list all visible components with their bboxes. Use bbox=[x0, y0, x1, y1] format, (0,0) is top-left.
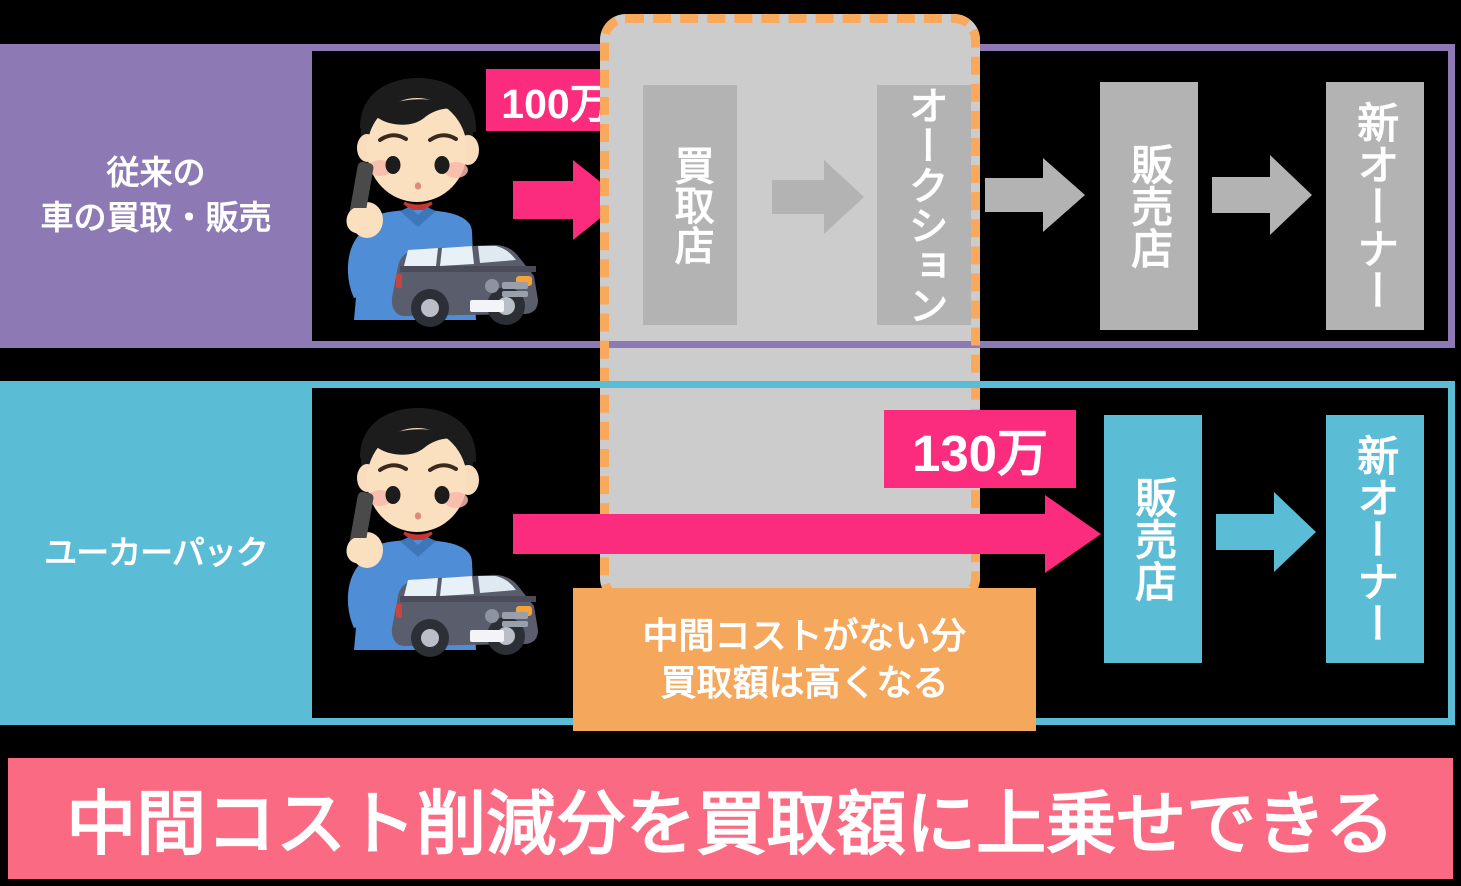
arrow-shaft bbox=[985, 178, 1043, 212]
note-line2: 買取額は高くなる bbox=[660, 661, 949, 703]
arrow-shaft bbox=[1212, 177, 1270, 213]
arrow-shaft bbox=[1216, 514, 1274, 550]
arrow-shaft bbox=[772, 180, 824, 214]
illustration-man-with-car-2 bbox=[320, 400, 550, 660]
gray-arrow-auction-to-dealer bbox=[985, 158, 1085, 232]
note-line1: 中間コストがない分 bbox=[642, 614, 967, 656]
price-badge-ucarpac: 130万 bbox=[884, 410, 1076, 488]
box-kaitoriten: 買取店 bbox=[643, 85, 737, 325]
arrow-shaft bbox=[513, 181, 573, 219]
row1-border-over-panel bbox=[600, 341, 980, 348]
box-newowner-ucarpac: 新オーナー bbox=[1326, 415, 1424, 663]
row-label-ucarpac: ユーカーパック bbox=[0, 381, 312, 725]
gray-arrow-dealer-to-owner bbox=[1212, 155, 1312, 235]
row-label-line2: 車の買取・販売 bbox=[40, 199, 272, 236]
row-label-conventional-text: 従来の 車の買取・販売 bbox=[41, 151, 272, 240]
arrow-head bbox=[1045, 495, 1101, 573]
gray-arrow-kaitoriten-to-auction bbox=[772, 160, 864, 234]
arrow-head bbox=[824, 160, 864, 234]
arrow-head bbox=[1274, 492, 1316, 572]
middle-cost-note: 中間コストがない分 買取額は高くなる bbox=[573, 588, 1036, 731]
pink-arrow-ucarpac bbox=[513, 495, 1101, 573]
row-label-line1: 従来の bbox=[106, 154, 206, 192]
box-hanbaiten-conventional: 販売店 bbox=[1100, 82, 1198, 330]
box-newowner-conventional: 新オーナー bbox=[1326, 82, 1424, 330]
teal-arrow-dealer-to-owner bbox=[1216, 492, 1316, 572]
arrow-shaft bbox=[513, 514, 1045, 554]
arrow-head bbox=[1043, 158, 1085, 232]
arrow-head bbox=[1270, 155, 1312, 235]
row-label-conventional: 従来の 車の買取・販売 bbox=[0, 44, 312, 348]
box-auction: オークション bbox=[877, 85, 971, 325]
box-hanbaiten-ucarpac: 販売店 bbox=[1104, 415, 1202, 663]
illustration-man-with-car-1 bbox=[320, 70, 550, 330]
bottom-banner: 中間コスト削減分を買取額に上乗せできる bbox=[8, 758, 1453, 879]
